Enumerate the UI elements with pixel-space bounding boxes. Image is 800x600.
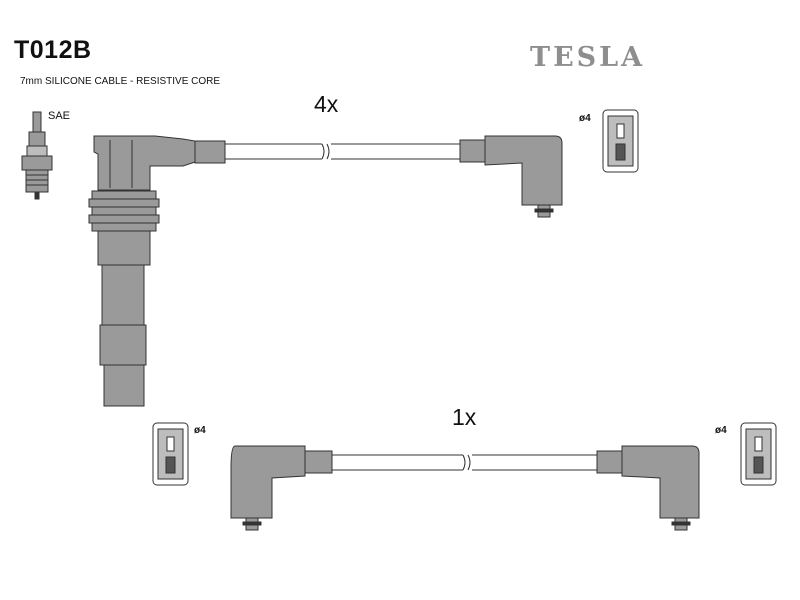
cable-bottom [332, 454, 597, 471]
cable-top [225, 143, 460, 160]
brand-logo: TESLA [530, 42, 646, 73]
spark-plug-icon [21, 111, 53, 200]
terminal-diameter-bottom-right: ø4 [715, 425, 727, 436]
connector-bottom-left [230, 445, 333, 531]
terminal-icon-bottom-right [740, 422, 777, 486]
lead-quantity-1x: 1x [452, 404, 477, 430]
sae-label: SAE [48, 110, 70, 122]
terminal-diameter-bottom-left: ø4 [194, 425, 206, 436]
lead-quantity-4x: 4x [314, 91, 339, 117]
terminal-icon-top [602, 109, 639, 173]
part-code-title: T012B [14, 36, 92, 64]
connector-bottom-right [596, 445, 700, 531]
plug-boot-long [88, 135, 226, 407]
terminal-icon-bottom-left [152, 422, 189, 486]
cable-description: 7mm SILICONE CABLE - RESISTIVE CORE [20, 76, 221, 87]
terminal-diameter-top: ø4 [579, 113, 591, 124]
coil-connector-top [459, 135, 563, 218]
